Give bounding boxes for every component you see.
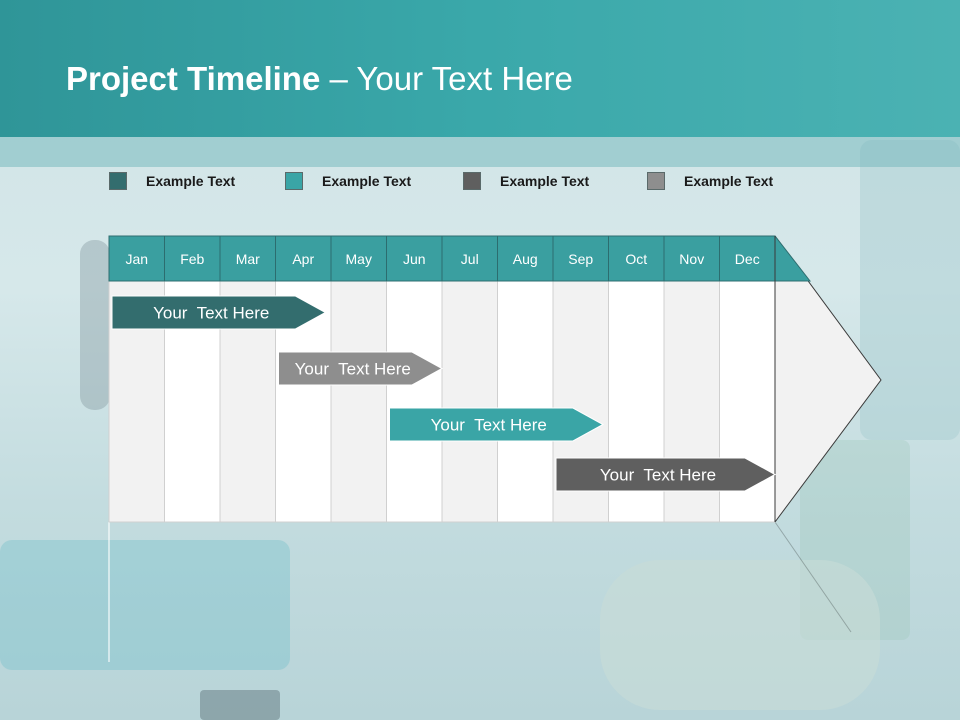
- slide-title[interactable]: Project Timeline – Your Text Here: [66, 60, 573, 98]
- month-label: Jun: [403, 251, 426, 267]
- legend-swatch: [285, 172, 303, 190]
- legend-item: Example Text: [109, 171, 235, 191]
- task-bar: [555, 457, 777, 492]
- legend-item: Example Text: [463, 171, 589, 191]
- month-label: Sep: [568, 251, 593, 267]
- task-label: Your Text Here: [431, 416, 547, 435]
- legend-swatch: [463, 172, 481, 190]
- month-column: [330, 280, 387, 523]
- month-label: Feb: [180, 251, 204, 267]
- month-label: Jan: [125, 251, 148, 267]
- task-bar: [389, 407, 604, 442]
- legend-item: Example Text: [647, 171, 773, 191]
- legend-label: Example Text: [684, 173, 774, 189]
- background-blob: [860, 140, 960, 440]
- month-label: May: [346, 251, 372, 267]
- task-bar: [111, 295, 327, 330]
- legend-swatch: [647, 172, 665, 190]
- month-header-band: [108, 235, 812, 282]
- month-label: Apr: [292, 251, 314, 267]
- legend-label: Example Text: [322, 173, 412, 189]
- background-blob: [600, 560, 880, 710]
- month-label: Aug: [513, 251, 538, 267]
- legend-swatch: [109, 172, 127, 190]
- title-banner: [0, 0, 960, 137]
- background-blob: [0, 540, 290, 670]
- month-label: Dec: [735, 251, 760, 267]
- timeline-reflection: [774, 521, 852, 633]
- task-label: Your Text Here: [600, 466, 716, 485]
- legend-item: Example Text: [285, 171, 411, 191]
- month-label: Jul: [461, 251, 479, 267]
- task-bar: [278, 351, 444, 386]
- task-label: Your Text Here: [153, 304, 269, 323]
- legend-label: Example Text: [146, 173, 236, 189]
- slide-title-bold: Project Timeline: [66, 60, 321, 97]
- background-blob: [80, 240, 110, 410]
- month-label: Nov: [679, 251, 704, 267]
- month-label: Oct: [625, 251, 647, 267]
- month-column: [497, 280, 554, 523]
- title-banner-strip: [0, 137, 960, 167]
- slide-title-rest: – Your Text Here: [320, 60, 573, 97]
- month-column: [441, 280, 498, 523]
- background-blob: [200, 690, 280, 720]
- task-label: Your Text Here: [295, 360, 411, 379]
- month-column: [386, 280, 443, 523]
- legend-label: Example Text: [500, 173, 590, 189]
- month-label: Mar: [236, 251, 260, 267]
